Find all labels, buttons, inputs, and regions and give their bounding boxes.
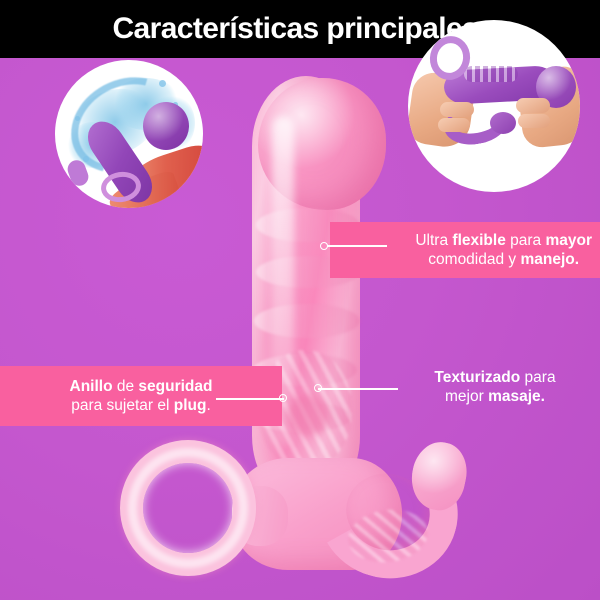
ring-highlight bbox=[128, 448, 248, 568]
water-drop-icon bbox=[159, 80, 166, 87]
inset-water-cleaning bbox=[55, 60, 203, 208]
finger bbox=[440, 102, 474, 117]
inset-hands-flexing bbox=[408, 20, 580, 192]
callout-texturizado-line2: mejor masaje. bbox=[445, 388, 545, 405]
leader-line-anillo bbox=[216, 398, 284, 400]
page-title: Características principales: bbox=[112, 12, 488, 45]
shaft-highlight bbox=[272, 116, 294, 446]
callout-texturizado-line1: Texturizado para bbox=[434, 369, 556, 386]
callout-anillo-line2: para sujetar el plug. bbox=[71, 397, 211, 414]
finger bbox=[438, 118, 470, 132]
callout-flexible-line1: Ultra flexible para mayor bbox=[415, 232, 592, 249]
water-drop-icon bbox=[75, 116, 80, 121]
shaft-shadow bbox=[286, 394, 330, 436]
leader-dot-texturizado bbox=[314, 384, 322, 392]
finger bbox=[518, 114, 550, 128]
callout-flexible-line2: comodidad y manejo. bbox=[428, 251, 580, 268]
callout-anillo-text: Anillo de seguridad para sujetar el plug… bbox=[70, 377, 213, 415]
leader-dot-anillo bbox=[279, 394, 287, 402]
finger bbox=[516, 98, 550, 113]
callout-anillo: Anillo de seguridad para sujetar el plug… bbox=[0, 366, 282, 426]
water-drop-icon bbox=[83, 156, 89, 162]
callout-flexible: Ultra flexible para mayor comodidad y ma… bbox=[330, 222, 600, 278]
product-illustration bbox=[0, 58, 600, 600]
leader-dot-flexible bbox=[320, 242, 328, 250]
leader-line-texturizado bbox=[318, 388, 398, 390]
leader-line-flexible bbox=[327, 245, 387, 247]
flexed-product-arm-tip bbox=[490, 112, 516, 134]
purple-product-head bbox=[143, 102, 189, 150]
callout-flexible-text: Ultra flexible para mayor comodidad y ma… bbox=[415, 231, 592, 269]
callout-texturizado: Texturizado para mejor masaje. bbox=[400, 368, 590, 406]
texture-ridge bbox=[254, 304, 360, 338]
callout-anillo-line1: Anillo de seguridad bbox=[69, 378, 213, 395]
flexed-product-texture bbox=[464, 66, 518, 82]
